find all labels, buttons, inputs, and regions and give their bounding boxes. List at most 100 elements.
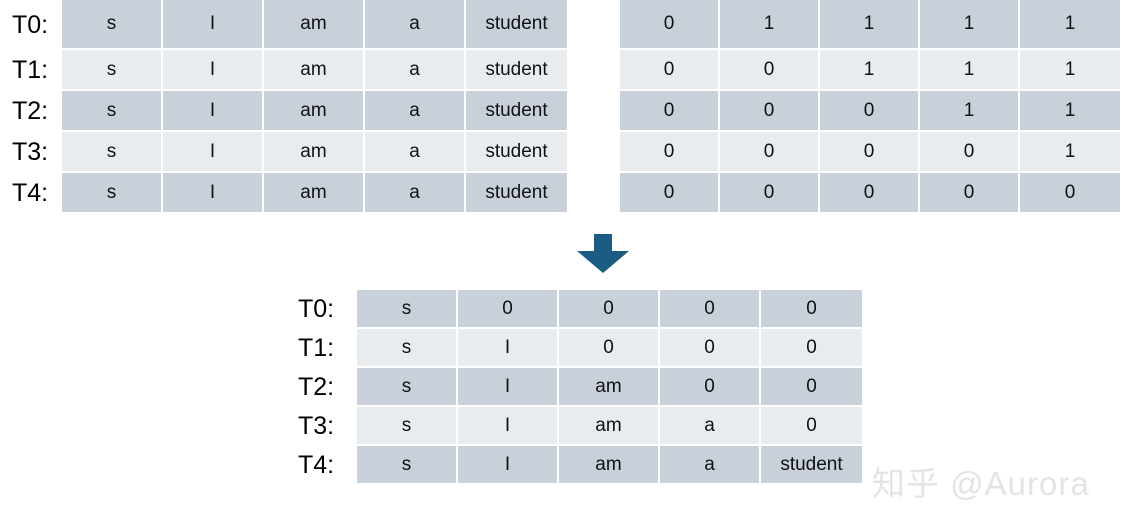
- table-cell: a: [365, 0, 466, 50]
- table-cell: 0: [620, 50, 720, 91]
- row-label: T2:: [12, 97, 49, 125]
- table-cell: 0: [720, 132, 820, 173]
- table-cell: 0: [720, 50, 820, 91]
- table-cell: 1: [1020, 91, 1120, 132]
- table-cell: s: [357, 368, 458, 407]
- table-cell: I: [163, 91, 264, 132]
- table-cell: 0: [720, 173, 820, 214]
- table-cell: student: [466, 173, 567, 214]
- row-label: T0:: [298, 295, 335, 323]
- table-cell: am: [559, 368, 660, 407]
- table-cell: 0: [660, 290, 761, 329]
- table-cell: 0: [620, 173, 720, 214]
- table-cell: 1: [920, 91, 1020, 132]
- table-cell: s: [62, 173, 163, 214]
- table-cell: 1: [1020, 50, 1120, 91]
- table-cell: s: [357, 446, 458, 485]
- table-cell: a: [365, 91, 466, 132]
- table-cell: 0: [761, 368, 862, 407]
- table-cell: 0: [1020, 173, 1120, 214]
- table-cell: I: [163, 173, 264, 214]
- table-cell: s: [357, 329, 458, 368]
- table-cell: s: [62, 0, 163, 50]
- table-cell: s: [62, 50, 163, 91]
- table-cell: 0: [820, 132, 920, 173]
- table-cell: a: [660, 446, 761, 485]
- table-cell: 1: [1020, 132, 1120, 173]
- arrow-down-icon: [574, 234, 632, 274]
- row-label: T2:: [298, 373, 335, 401]
- table-cell: 0: [820, 91, 920, 132]
- table-cell: s: [62, 91, 163, 132]
- table-cell: I: [458, 368, 559, 407]
- table-cell: am: [264, 0, 365, 50]
- table-cell: student: [466, 132, 567, 173]
- table-cell: am: [559, 446, 660, 485]
- table-cell: I: [163, 50, 264, 91]
- row-label: T1:: [298, 334, 335, 362]
- table-cell: I: [458, 329, 559, 368]
- table-cell: a: [365, 132, 466, 173]
- table-cell: 0: [720, 91, 820, 132]
- table-cell: I: [458, 407, 559, 446]
- table-cell: I: [163, 132, 264, 173]
- table-cell: a: [365, 173, 466, 214]
- table-cell: 0: [761, 407, 862, 446]
- table-cell: a: [365, 50, 466, 91]
- arrow-down-shape: [577, 234, 629, 273]
- row-label: T3:: [12, 138, 49, 166]
- table-cell: student: [466, 91, 567, 132]
- watermark-text: 知乎 @Aurora: [872, 465, 1090, 502]
- table-cell: 1: [820, 50, 920, 91]
- table-cell: 0: [559, 290, 660, 329]
- table-cell: student: [761, 446, 862, 485]
- table-cell: 0: [620, 91, 720, 132]
- table-cell: 0: [620, 132, 720, 173]
- table-cell: 0: [660, 329, 761, 368]
- table-cell: s: [357, 407, 458, 446]
- table-cell: 0: [920, 132, 1020, 173]
- table-cell: am: [264, 173, 365, 214]
- table-cell: 0: [660, 368, 761, 407]
- table-cell: I: [458, 446, 559, 485]
- table-cell: student: [466, 50, 567, 91]
- table-cell: am: [264, 50, 365, 91]
- row-label: T4:: [298, 451, 335, 479]
- row-label: T1:: [12, 56, 49, 84]
- table-cell: a: [660, 407, 761, 446]
- table-cell: student: [466, 0, 567, 50]
- table-cell: am: [264, 91, 365, 132]
- table-cell: s: [62, 132, 163, 173]
- row-label: T3:: [298, 412, 335, 440]
- table-cell: 0: [820, 173, 920, 214]
- row-label: T0:: [12, 10, 49, 39]
- table-cell: 0: [620, 0, 720, 50]
